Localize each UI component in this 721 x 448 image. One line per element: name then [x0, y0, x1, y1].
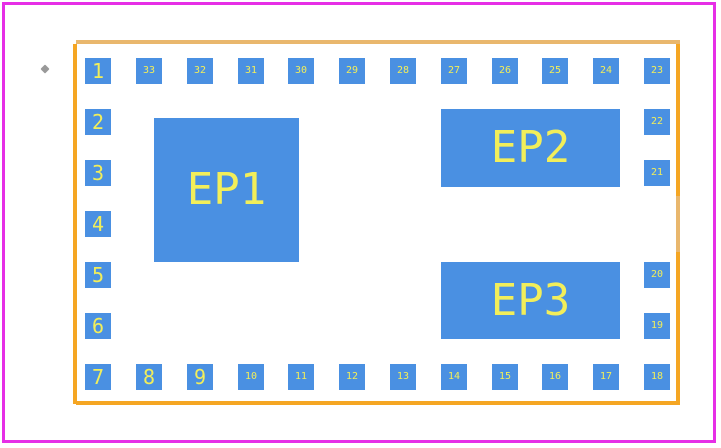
- exposed-pad-ep2: EP2: [441, 109, 620, 187]
- pad-9: 9: [187, 364, 213, 390]
- pad-4: 4: [85, 211, 111, 237]
- pad-17: 17: [593, 364, 619, 390]
- pad-23: 23: [644, 58, 670, 84]
- pad-11: 11: [288, 364, 314, 390]
- pad-8: 8: [136, 364, 162, 390]
- pad-16: 16: [542, 364, 568, 390]
- pad-7: 7: [85, 364, 111, 390]
- pad-29: 29: [339, 58, 365, 84]
- pad-32: 32: [187, 58, 213, 84]
- exposed-pad-ep1: EP1: [154, 118, 299, 262]
- outline-right-notch: [676, 196, 680, 252]
- pad-5: 5: [85, 262, 111, 288]
- pad-3: 3: [85, 160, 111, 186]
- pad-25: 25: [542, 58, 568, 84]
- pad-22: 22: [644, 109, 670, 135]
- exposed-pad-ep3: EP3: [441, 262, 620, 339]
- pad-2: 2: [85, 109, 111, 135]
- pad-13: 13: [390, 364, 416, 390]
- pad-12: 12: [339, 364, 365, 390]
- pad-1: 1: [85, 58, 111, 84]
- pad-27: 27: [441, 58, 467, 84]
- outline-left: [73, 44, 77, 404]
- pad-18: 18: [644, 364, 670, 390]
- pad-21: 21: [644, 160, 670, 186]
- outline-bottom: [76, 401, 680, 405]
- pad-14: 14: [441, 364, 467, 390]
- pad-10: 10: [238, 364, 264, 390]
- outline-top: [76, 40, 680, 44]
- pad-15: 15: [492, 364, 518, 390]
- pad-6: 6: [85, 313, 111, 339]
- pad-30: 30: [288, 58, 314, 84]
- pad-26: 26: [492, 58, 518, 84]
- board-frame: [2, 2, 716, 443]
- pad-33: 33: [136, 58, 162, 84]
- pad-19: 19: [644, 313, 670, 339]
- pad-28: 28: [390, 58, 416, 84]
- pad-20: 20: [644, 262, 670, 288]
- pad-24: 24: [593, 58, 619, 84]
- pad-31: 31: [238, 58, 264, 84]
